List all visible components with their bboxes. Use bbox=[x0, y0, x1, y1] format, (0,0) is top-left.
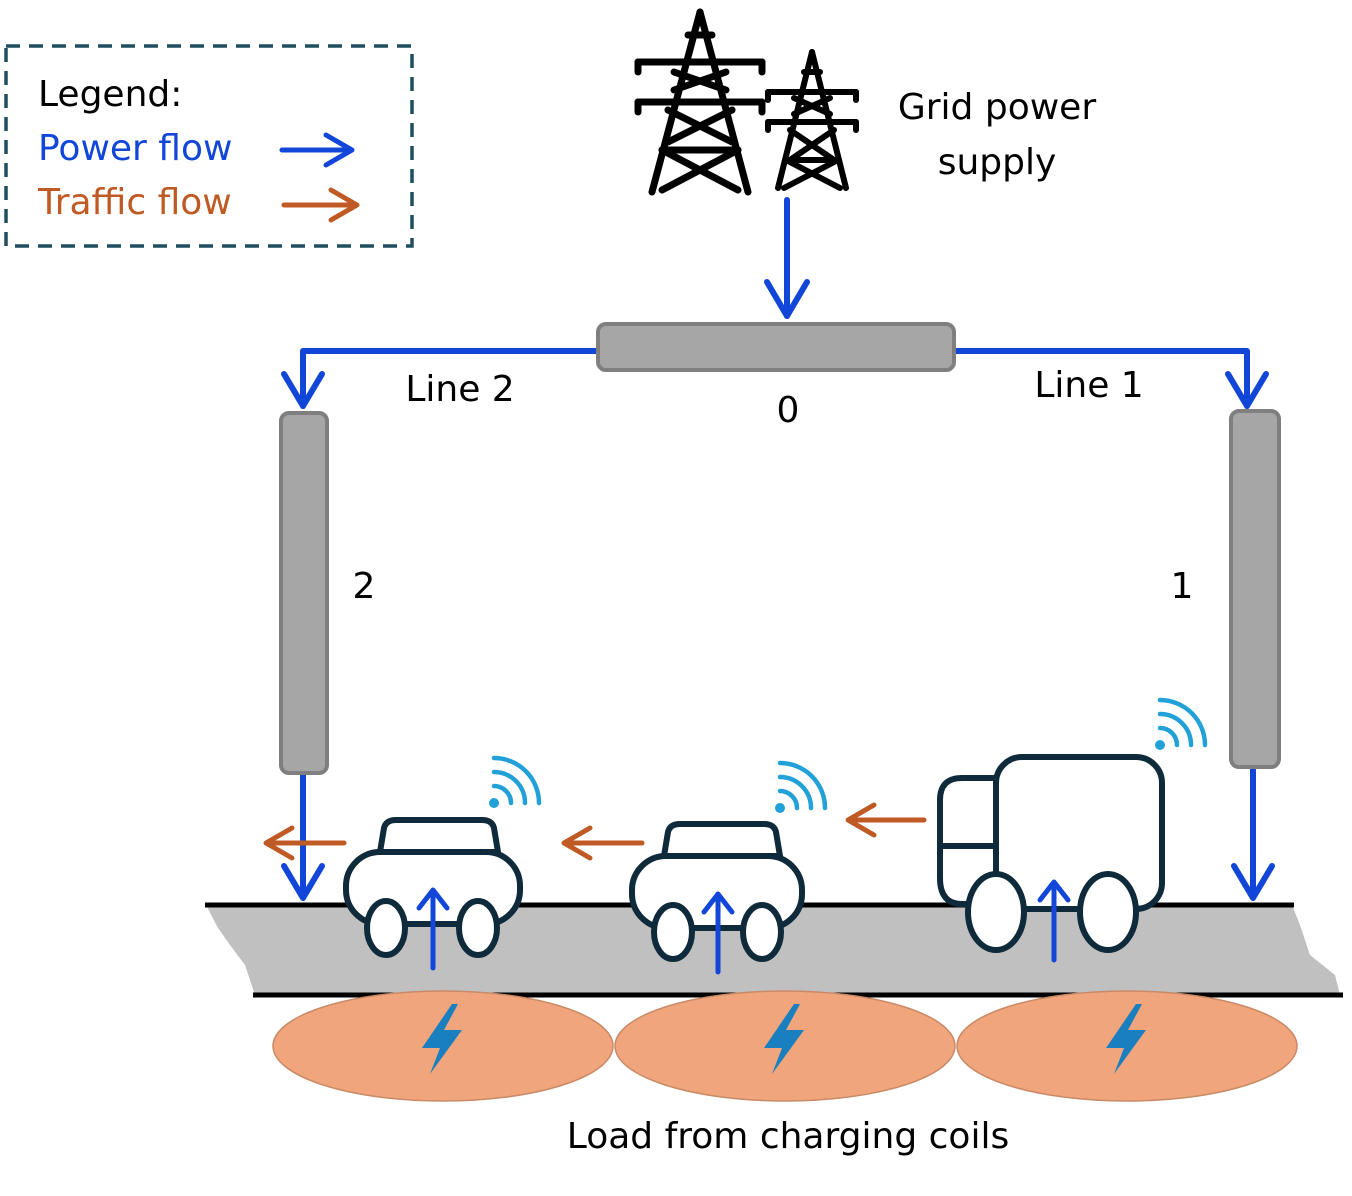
bus-2 bbox=[279, 411, 329, 775]
legend-border bbox=[4, 44, 414, 248]
traffic-arrow-icon bbox=[845, 802, 927, 838]
grid-label-line1: Grid power bbox=[898, 87, 1096, 128]
legend-power-flow-label: Power flow bbox=[38, 128, 232, 169]
wireless-signal-icon bbox=[1155, 697, 1208, 750]
legend: Legend: Power flow Traffic flow bbox=[4, 44, 414, 248]
line-1-label: Line 1 bbox=[1034, 365, 1143, 406]
legend-power-arrow-icon bbox=[279, 132, 355, 168]
legend-traffic-arrow-icon bbox=[281, 187, 360, 223]
power-flow-lines bbox=[281, 197, 1275, 901]
wireless-signal-icon bbox=[489, 755, 542, 808]
bus-1-feed-arrow-icon bbox=[1231, 863, 1275, 901]
charging-coils-label: Load from charging coils bbox=[567, 1116, 1009, 1157]
bus-2-feed-arrow-icon bbox=[281, 863, 325, 901]
line-2-path bbox=[300, 348, 601, 409]
line-2-label: Line 2 bbox=[405, 369, 514, 410]
traffic-arrow-icon bbox=[561, 825, 645, 861]
lightning-bolt-icon bbox=[1106, 1004, 1146, 1074]
truck-icon bbox=[937, 754, 1165, 953]
transmission-tower-small-icon bbox=[765, 49, 859, 191]
grid-label-line2: supply bbox=[938, 142, 1057, 183]
lightning-bolt-icon bbox=[422, 1004, 462, 1074]
charging-coils bbox=[272, 990, 1298, 1102]
line-1-path bbox=[951, 348, 1250, 409]
bus-0-label: 0 bbox=[777, 390, 800, 431]
traffic-flow-arrows bbox=[263, 802, 927, 861]
bus-1 bbox=[1229, 409, 1281, 769]
traffic-arrow-icon bbox=[263, 825, 347, 861]
bus-2-label: 2 bbox=[353, 566, 376, 607]
bus-0 bbox=[596, 322, 956, 372]
legend-title: Legend: bbox=[38, 74, 182, 115]
legend-traffic-flow-label: Traffic flow bbox=[37, 182, 232, 223]
vehicle-charging-arrows bbox=[416, 879, 1071, 975]
bus-1-label: 1 bbox=[1171, 566, 1194, 607]
line-2-arrow-icon bbox=[281, 371, 325, 409]
transmission-tower-icon bbox=[634, 8, 766, 196]
line-1-arrow-icon bbox=[1225, 371, 1269, 409]
wireless-signal-icon bbox=[775, 760, 828, 813]
lightning-bolt-icon bbox=[764, 1004, 804, 1074]
grid-feed-arrow-icon bbox=[764, 279, 810, 319]
